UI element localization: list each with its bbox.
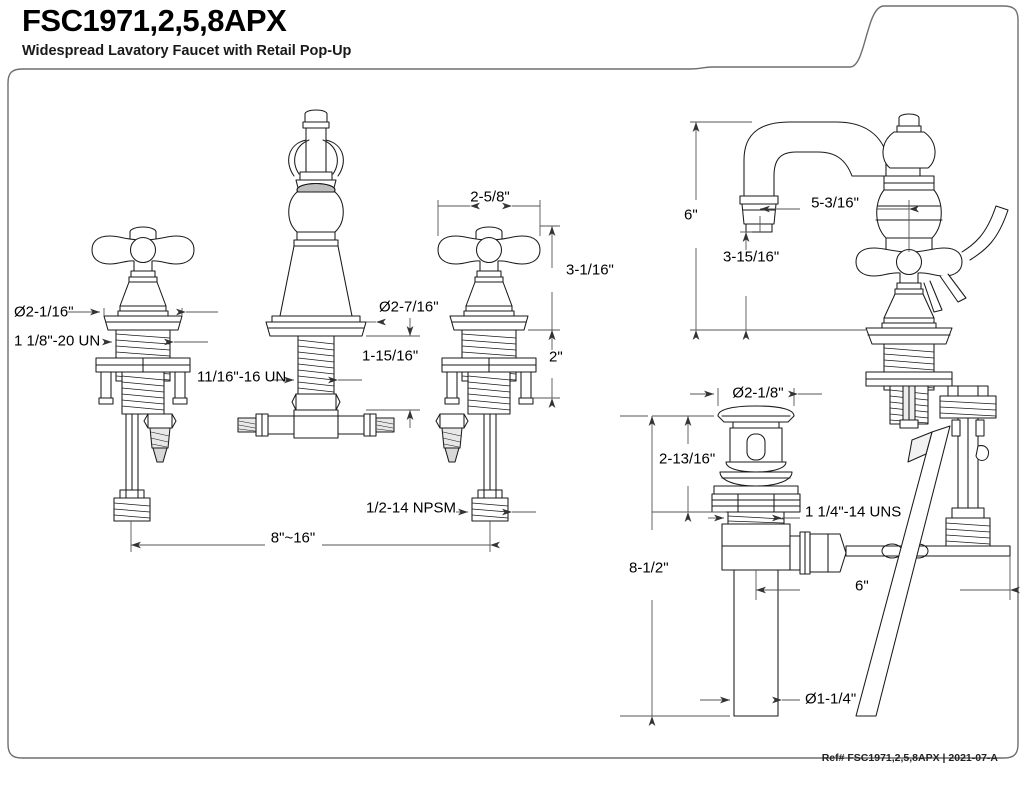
dim-spout-height: 1-15/16" [362,347,419,365]
page-title: FSC1971,2,5,8APX [22,3,287,38]
dim-overall-drain: 8-1/2" [629,559,669,577]
header: FSC1971,2,5,8APX Widespread Lavatory Fau… [22,2,722,60]
center-spout-front [237,109,395,439]
page-subtitle: Widespread Lavatory Faucet with Retail P… [22,43,352,59]
dim-body-thread: 1 1/4"-14 UNS [805,503,902,521]
dim-spout-shank-thread: 11/16"-16 UN [197,368,287,386]
dim-flange-dia: Ø2-1/8" [732,384,784,402]
dim-handle-width: 2-5/8" [470,188,510,206]
dim-spout-base-dia: Ø2-7/16" [379,298,439,316]
dim-rod-offset: 6" [855,577,869,595]
dim-tailpiece-dia: Ø1-1/4" [805,690,857,708]
dim-spout-clearance: 3-15/16" [723,248,780,266]
dim-handle-deck-height: 2" [549,348,563,366]
dim-handle-escutcheon-dia: Ø2-1/16" [14,303,74,321]
dim-flange-to-thread: 2-13/16" [659,450,716,468]
dim-handle-shank-thread: 1 1/8"-20 UN [14,332,101,350]
dim-center-spread: 8"~16" [270,529,316,547]
right-handle-assembly [435,226,541,522]
left-handle-assembly [91,226,195,522]
dim-handle-height: 3-1/16" [566,261,614,279]
reference-footer: Ref# FSC1971,2,5,8APX | 2021-07-A [821,752,998,764]
dim-spout-reach: 5-3/16" [811,194,859,212]
dim-supply-thread: 1/2-14 NPSM [366,499,457,517]
dim-overall-height: 6" [684,206,698,224]
